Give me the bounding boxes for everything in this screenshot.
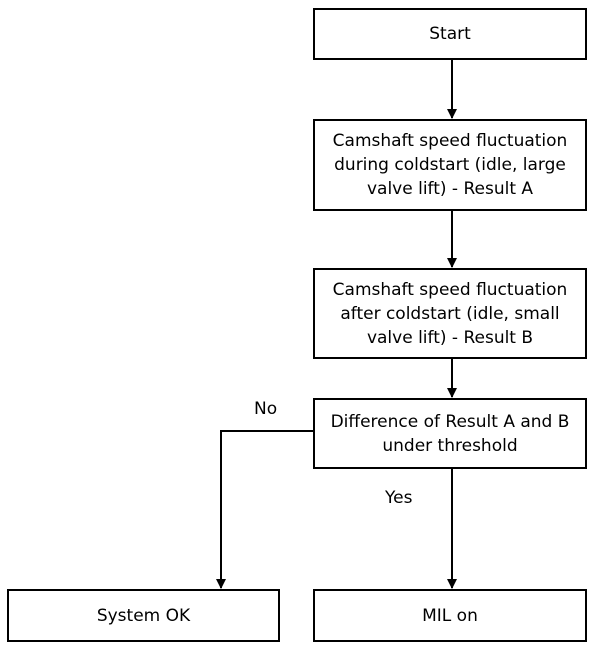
yes-edge-label: Yes <box>385 488 413 508</box>
system-ok-node: System OK <box>7 589 280 642</box>
result-a-node: Camshaft speed fluctuation during coldst… <box>313 119 587 211</box>
result-b-node: Camshaft speed fluctuation after coldsta… <box>313 268 587 359</box>
start-node: Start <box>313 8 587 60</box>
start-node-label: Start <box>429 24 471 44</box>
mil-on-node: MIL on <box>313 589 587 642</box>
arrow-diff-to-ok <box>216 430 313 589</box>
decision-node: Difference of Result A and B under thres… <box>313 398 587 469</box>
system-ok-node-label: System OK <box>96 605 191 626</box>
no-edge-label: No <box>254 399 278 419</box>
decision-node-label: Difference of Result A and B under thres… <box>330 411 570 456</box>
result-b-node-label: Camshaft speed fluctuation after coldsta… <box>332 279 568 348</box>
result-a-node-label: Camshaft speed fluctuation during coldst… <box>332 131 568 199</box>
mil-on-node-label: MIL on <box>422 605 478 626</box>
